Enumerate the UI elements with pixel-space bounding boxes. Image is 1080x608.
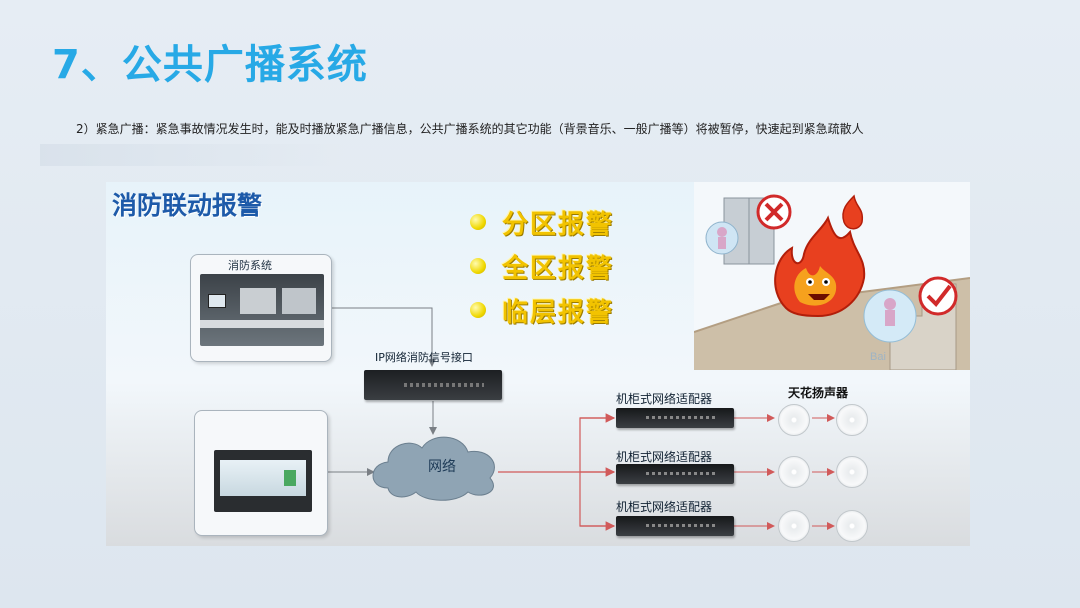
fire-system-label: 消防系统 xyxy=(228,259,272,272)
diagram-title: 消防联动报警 xyxy=(112,191,263,220)
speaker-icon xyxy=(836,510,868,542)
rack-adapter-device xyxy=(616,464,734,484)
speaker-icon xyxy=(836,456,868,488)
rack-adapter-device xyxy=(616,516,734,536)
slide-description: 2）紧急广播：紧急事故情况发生时，能及时播放紧急广播信息，公共广播系统的其它功能… xyxy=(76,122,864,136)
alarm-mode-item: 临层报警 xyxy=(470,288,614,332)
slide-title: 7、公共广播系统 xyxy=(52,42,368,88)
alarm-mode-label: 临层报警 xyxy=(502,297,615,328)
rack-adapter-label: 机柜式网络适配器 xyxy=(616,392,713,406)
fire-evacuation-illustration: Bai xyxy=(694,182,970,370)
forbidden-icon xyxy=(756,194,792,230)
yellow-bullet-icon xyxy=(470,214,486,230)
alarm-mode-label: 分区报警 xyxy=(502,209,615,240)
arrow-fire-to-ip xyxy=(332,307,436,367)
fire-alarm-diagram: 消防联动报警 分区报警 全区报警 临层报警 xyxy=(106,182,970,546)
speaker-icon xyxy=(778,510,810,542)
fire-icon xyxy=(774,194,866,318)
yellow-bullet-icon xyxy=(470,302,486,318)
check-icon xyxy=(918,276,958,316)
description-highlight xyxy=(40,144,346,166)
ceiling-speaker-label: 天花扬声器 xyxy=(788,386,849,400)
watermark-text: Bai xyxy=(870,351,886,363)
speaker-icon xyxy=(778,404,810,436)
rack-adapter-label: 机柜式网络适配器 xyxy=(616,450,713,464)
alarm-mode-label: 全区报警 xyxy=(502,253,615,284)
fire-control-console-image xyxy=(200,274,324,346)
alarm-mode-item: 分区报警 xyxy=(470,200,614,244)
ip-interface-label: IP网络消防信号接口 xyxy=(375,351,473,364)
network-label: 网络 xyxy=(428,459,456,475)
alarm-mode-item: 全区报警 xyxy=(470,244,614,288)
speaker-icon xyxy=(778,456,810,488)
ip-interface-device xyxy=(364,370,502,400)
alarm-mode-list: 分区报警 全区报警 临层报警 xyxy=(470,200,614,332)
yellow-bullet-icon xyxy=(470,258,486,274)
control-server-image xyxy=(214,450,312,512)
network-cloud-icon xyxy=(372,436,495,501)
speaker-icon xyxy=(836,404,868,436)
rack-adapter-label: 机柜式网络适配器 xyxy=(616,500,713,514)
rack-adapter-device xyxy=(616,408,734,428)
connection-arrows xyxy=(328,307,835,531)
